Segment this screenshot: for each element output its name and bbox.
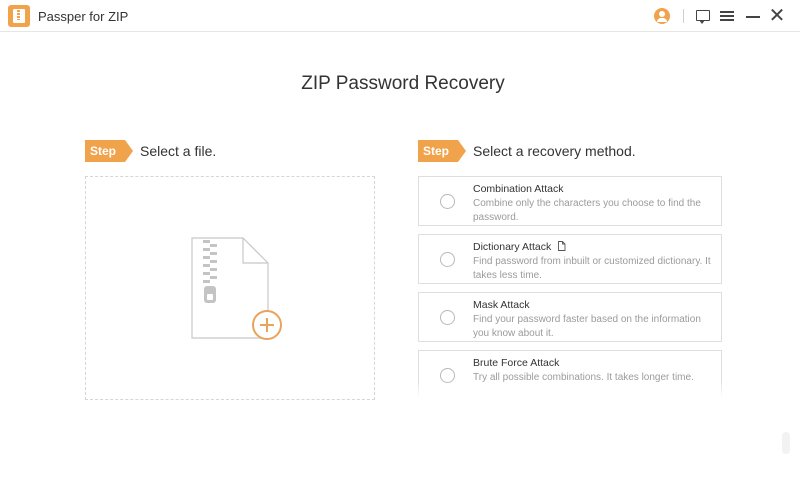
menu-icon[interactable] <box>718 7 736 25</box>
method-title: Dictionary Attack <box>473 241 552 253</box>
user-icon[interactable] <box>653 7 671 25</box>
method-title: Brute Force Attack <box>473 357 560 369</box>
close-icon[interactable]: ✕ <box>768 5 786 27</box>
app-title: Passper for ZIP <box>38 9 129 24</box>
method-description: Try all possible combinations. It takes … <box>473 372 694 383</box>
radio-button[interactable] <box>440 310 455 325</box>
method-description: Find your password faster based on the i… <box>473 314 701 339</box>
method-title: Mask Attack <box>473 299 530 311</box>
method-mask-attack[interactable]: Mask Attack Find your password faster ba… <box>418 292 722 342</box>
scroll-handle[interactable] <box>782 432 790 454</box>
add-file-icon[interactable] <box>252 310 282 340</box>
method-description: Find password from inbuilt or customized… <box>473 256 711 281</box>
step2-badge: Step 2 <box>418 140 466 180</box>
title-bar: Passper for ZIP ✕ <box>0 0 800 32</box>
zip-logo-icon <box>8 5 30 27</box>
method-title: Combination Attack <box>473 183 564 195</box>
radio-button[interactable] <box>440 252 455 267</box>
feedback-icon[interactable] <box>694 7 712 25</box>
list-fade-overlay <box>418 380 722 400</box>
page-title: ZIP Password Recovery <box>301 73 505 94</box>
recovery-method-list: Combination Attack Combine only the char… <box>418 176 722 400</box>
method-dictionary-attack[interactable]: Dictionary Attack Find password from inb… <box>418 234 722 284</box>
radio-button[interactable] <box>440 194 455 209</box>
method-title-row: Dictionary Attack <box>473 241 566 253</box>
document-icon[interactable] <box>557 241 566 251</box>
file-drop-zone[interactable] <box>85 176 375 400</box>
step2-label: Select a recovery method. <box>473 143 636 159</box>
minimize-icon[interactable] <box>744 7 762 25</box>
method-description: Combine only the characters you choose t… <box>473 198 701 223</box>
title-bar-divider <box>683 9 684 23</box>
method-combination-attack[interactable]: Combination Attack Combine only the char… <box>418 176 722 226</box>
step1-label: Select a file. <box>140 143 217 159</box>
step1-badge: Step 1 <box>85 140 133 180</box>
zip-file-icon <box>191 237 269 339</box>
